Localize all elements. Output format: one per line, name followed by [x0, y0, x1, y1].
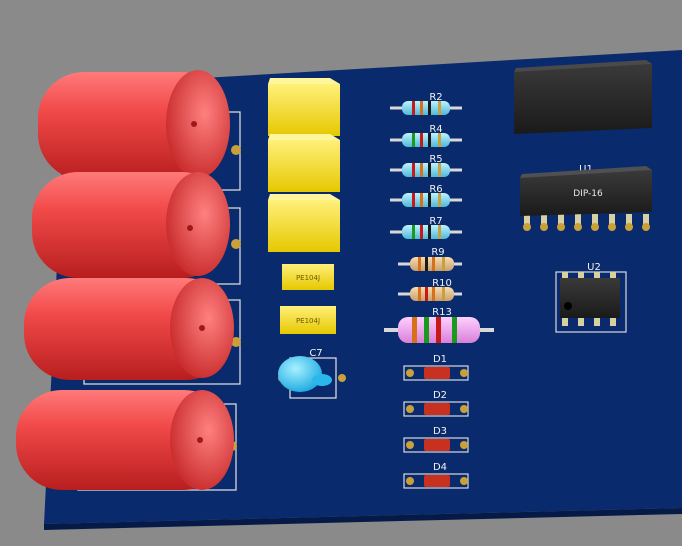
resistor-r7[interactable]: R7 — [390, 216, 462, 239]
u2-pins — [562, 272, 616, 326]
r13-label: R13 — [432, 307, 452, 318]
resistor-r4[interactable]: R4 — [390, 124, 462, 147]
u1-package-label: DIP-16 — [573, 189, 603, 199]
ic-u2[interactable]: U2 — [555, 262, 627, 333]
diode-d2[interactable]: D2 — [403, 390, 469, 417]
resistor-r2[interactable]: R2 — [390, 92, 462, 115]
resistor-r6[interactable]: R6 — [390, 184, 462, 207]
small-cap-1-label: PE104J — [296, 274, 320, 282]
film-capacitor-2[interactable] — [268, 134, 340, 192]
resistor-r5[interactable]: R5 — [390, 154, 462, 177]
diode-d4[interactable]: D4 — [403, 462, 469, 489]
electrolytic-capacitor-1[interactable] — [38, 70, 230, 180]
c7-label: C7 — [309, 348, 322, 359]
u1-label: U1 — [579, 164, 593, 175]
r7-label: R7 — [429, 216, 442, 227]
small-cap-2[interactable]: PE104J — [280, 306, 336, 334]
resistor-r13[interactable]: R13 — [384, 307, 494, 343]
small-cap-2-label: PE104J — [296, 317, 320, 325]
r2-label: R2 — [429, 92, 442, 103]
diode-d1[interactable]: D1 — [403, 354, 469, 381]
electrolytic-capacitor-2[interactable] — [32, 172, 230, 278]
resistor-r10[interactable]: R10 — [398, 278, 462, 301]
ceramic-capacitor-c7[interactable]: C7 — [278, 348, 346, 392]
d2-label: D2 — [433, 390, 447, 401]
electrolytic-capacitor-4[interactable] — [16, 390, 234, 490]
small-cap-1[interactable]: PE104J — [282, 264, 334, 290]
r4-label: R4 — [429, 124, 442, 135]
u2-label: U2 — [587, 262, 601, 273]
r5-label: R5 — [429, 154, 442, 165]
u1-pins — [523, 214, 650, 231]
d1-label: D1 — [433, 354, 447, 365]
resistor-r9[interactable]: R9 — [398, 247, 462, 271]
film-capacitor-3[interactable] — [268, 194, 340, 252]
r10-label: R10 — [432, 278, 452, 289]
diode-d3[interactable]: D3 — [403, 426, 469, 453]
large-ic[interactable] — [514, 60, 652, 134]
film-capacitor-1[interactable] — [268, 78, 340, 136]
d4-label: D4 — [433, 462, 447, 473]
electrolytic-capacitor-3[interactable] — [24, 278, 234, 380]
r9-label: R9 — [431, 247, 444, 258]
ic-u1[interactable]: U1 DIP-16 — [520, 164, 652, 231]
d3-label: D3 — [433, 426, 447, 437]
r6-label: R6 — [429, 184, 442, 195]
pcb-board-edge — [44, 508, 682, 530]
